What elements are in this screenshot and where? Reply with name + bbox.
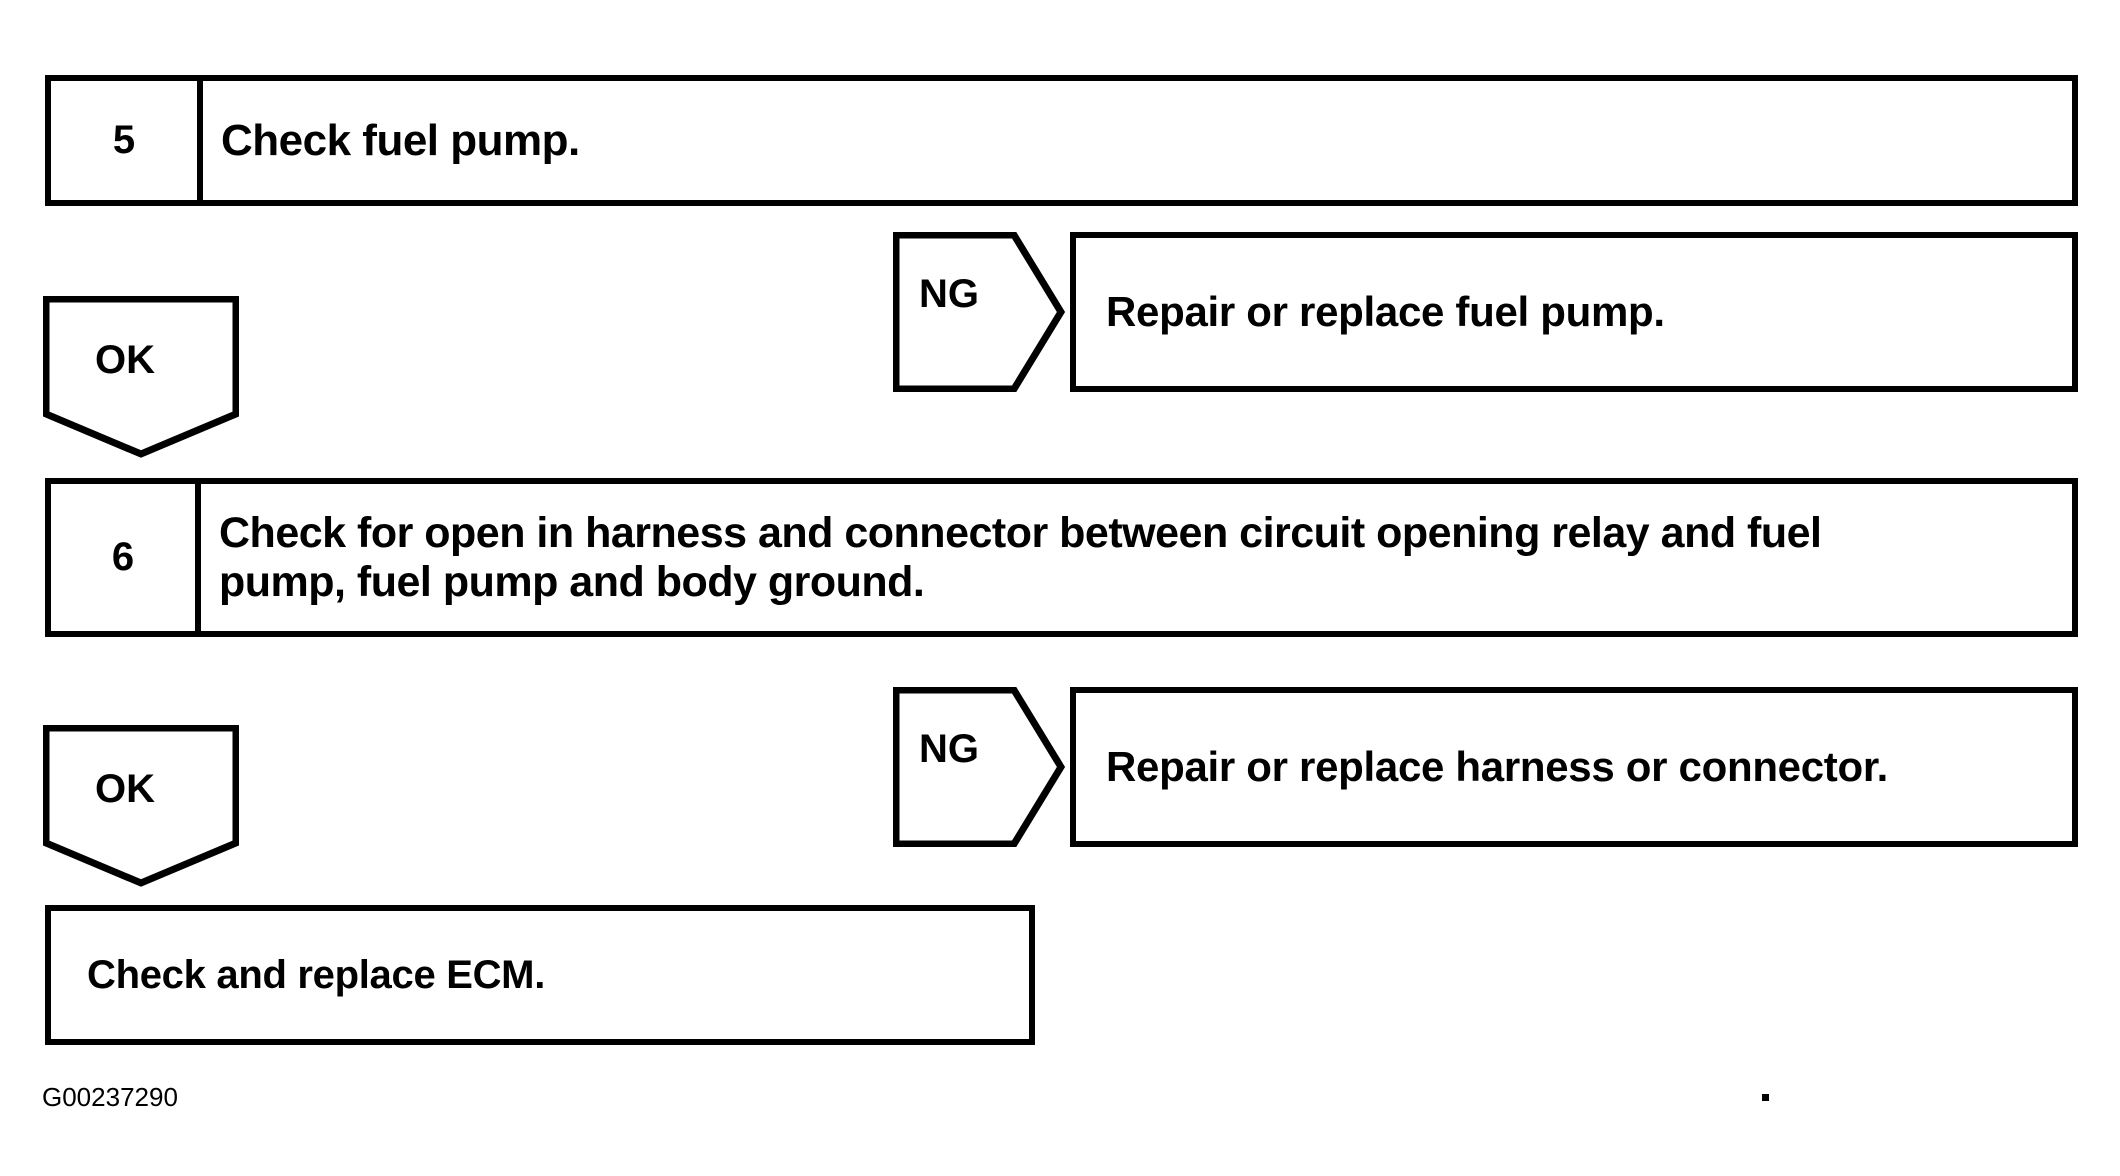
final-action-text: Check and replace ECM. xyxy=(87,952,546,997)
branch-2-ng-result-box: Repair or replace harness or connector. xyxy=(1070,687,2078,847)
ok-arrow-shape xyxy=(43,725,239,887)
scan-artifact-dot xyxy=(1762,1094,1769,1101)
step-6-text: Check for open in harness and connector … xyxy=(201,484,2072,631)
branch-1-ng-arrow: NG xyxy=(893,232,1065,392)
ng-arrow-shape xyxy=(893,232,1065,392)
figure-id-label: G00237290 xyxy=(42,1082,178,1112)
step-6-number: 6 xyxy=(51,484,201,631)
branch-2-ng-arrow: NG xyxy=(893,687,1065,847)
branch-1-ok-arrow: OK xyxy=(43,296,239,459)
step-5-box: 5 Check fuel pump. xyxy=(45,75,2078,206)
branch-2-ok-arrow: OK xyxy=(43,725,239,888)
branch-2-ng-result-text: Repair or replace harness or connector. xyxy=(1106,743,1888,790)
step-6-text-line-2: pump, fuel pump and body ground. xyxy=(219,557,925,606)
final-action-box: Check and replace ECM. xyxy=(45,905,1035,1045)
ng-arrow-shape xyxy=(893,687,1065,847)
branch-1-ng-result-text: Repair or replace fuel pump. xyxy=(1106,288,1665,335)
step-5-number: 5 xyxy=(51,81,203,200)
step-6-box: 6 Check for open in harness and connecto… xyxy=(45,478,2078,637)
branch-1-ng-result-box: Repair or replace fuel pump. xyxy=(1070,232,2078,392)
ok-arrow-shape xyxy=(43,296,239,458)
step-6-text-line-1: Check for open in harness and connector … xyxy=(219,509,1822,558)
step-5-text: Check fuel pump. xyxy=(221,115,580,165)
